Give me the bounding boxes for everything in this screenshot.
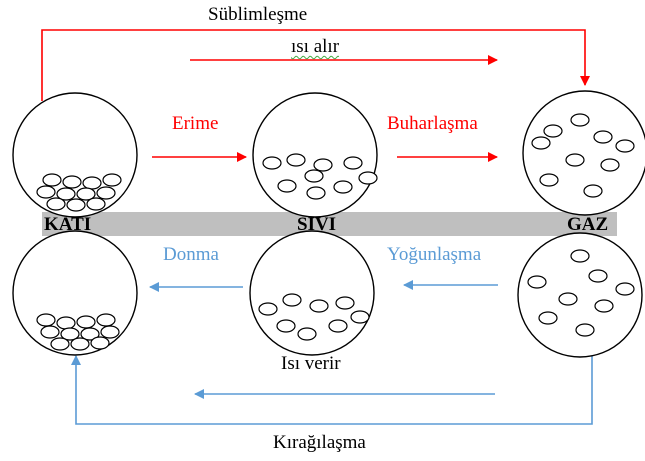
solid-particles-top [36, 173, 122, 212]
deposition-label: Kırağılaşma [273, 432, 366, 453]
gas-state-label: GAZ [567, 214, 609, 235]
solid-state-label: KATI [44, 214, 92, 235]
deposition-arrow [71, 345, 593, 425]
solid-container-top [12, 92, 138, 218]
gas-container-bottom [517, 232, 643, 358]
liquid-state-label: SIVI [297, 214, 337, 235]
gas-container-top [522, 90, 645, 216]
gas-particles-bottom [527, 249, 635, 337]
gas-particles-top [531, 113, 635, 198]
condensation-label: Yoğunlaşma [387, 244, 482, 265]
sublimation-arrow [41, 29, 590, 101]
liquid-container-bottom [249, 230, 375, 356]
liquid-container-top [252, 92, 378, 218]
liquid-particles-bottom [258, 293, 370, 341]
solid-particles-bottom [36, 313, 120, 351]
evaporation-label: Buharlaşma [387, 113, 478, 134]
sublimation-label: Süblimleşme [208, 4, 308, 25]
solid-container-bottom [12, 230, 138, 356]
heat-releases-label: Isı verir [281, 353, 341, 374]
liquid-particles-top [262, 153, 378, 200]
melting-label: Erime [172, 113, 219, 134]
heat-absorbs-label: ısı alır [291, 36, 340, 57]
freezing-label: Donma [163, 244, 219, 265]
